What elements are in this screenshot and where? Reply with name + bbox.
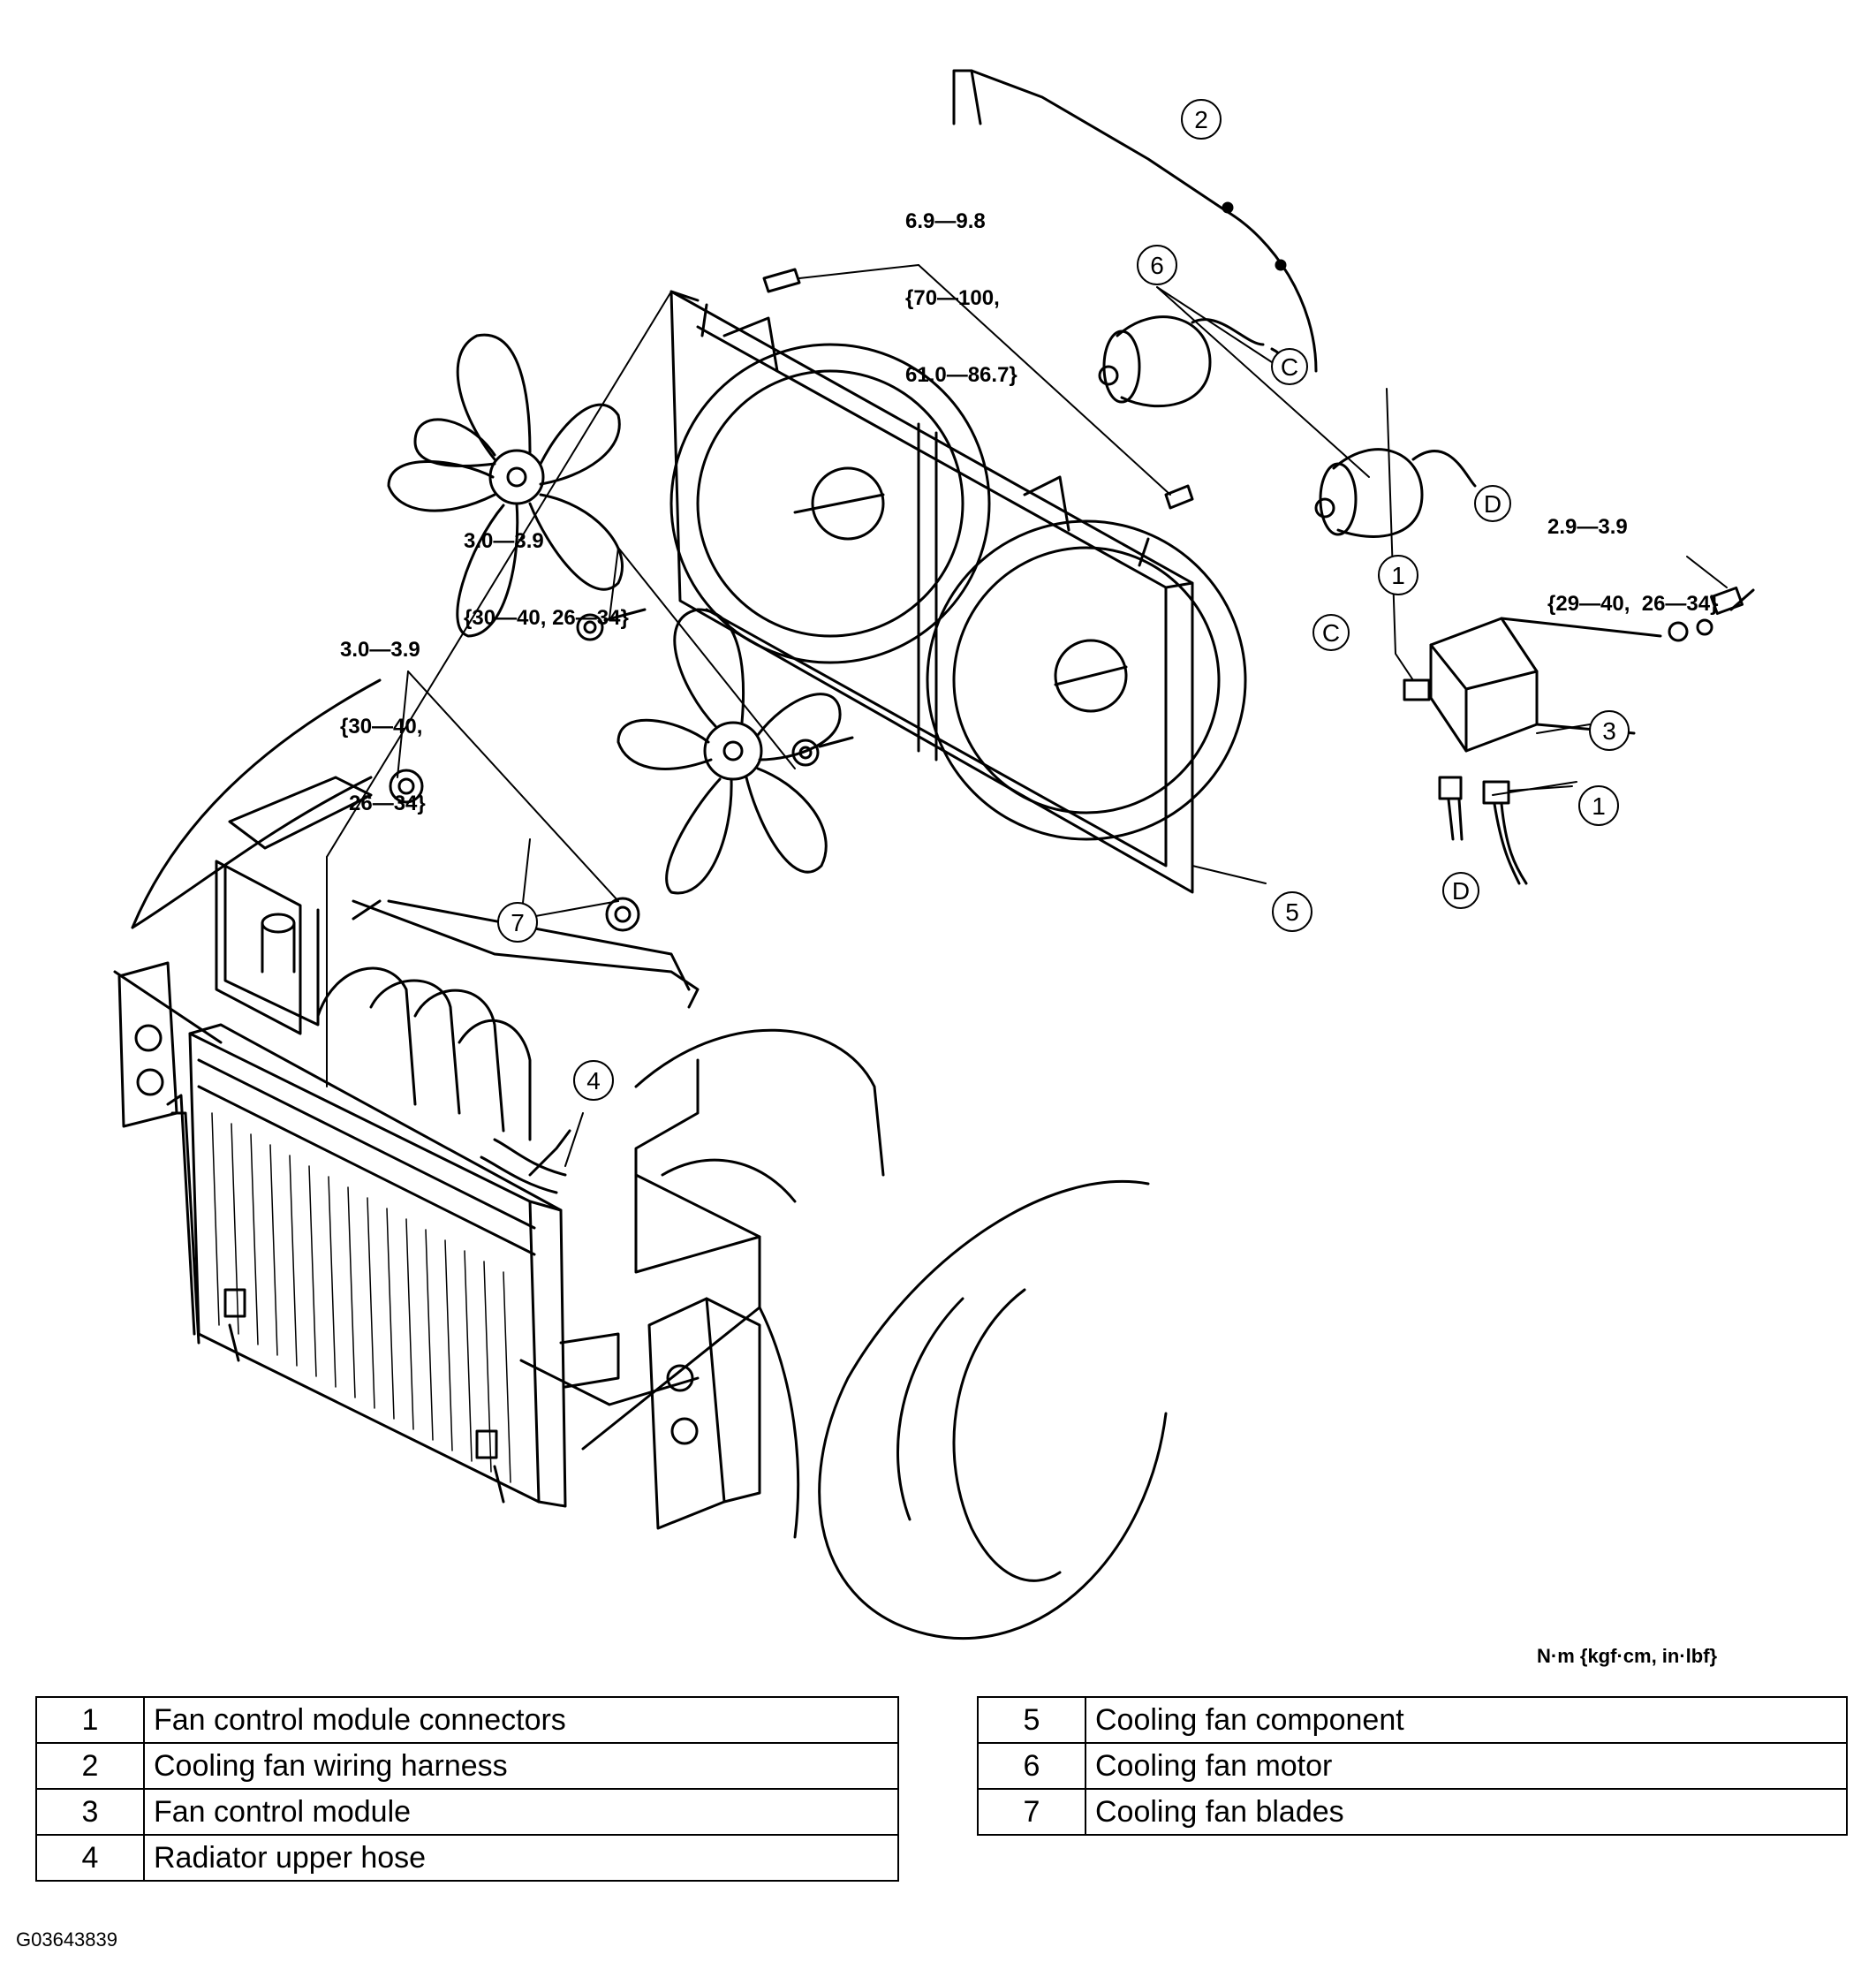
table-row: 4 Radiator upper hose — [35, 1834, 899, 1882]
svg-text:D: D — [1452, 877, 1470, 905]
connector-d-upper: D — [1474, 485, 1511, 522]
fan-shroud — [669, 290, 1247, 894]
bumper-bracket — [647, 1297, 761, 1530]
svg-text:6: 6 — [1150, 252, 1164, 279]
callout-2: 2 — [1181, 99, 1222, 140]
svg-text:3: 3 — [1602, 717, 1616, 745]
torque-line: 3.0—3.9 — [340, 638, 420, 662]
legend-label: Fan control module connectors — [143, 1696, 899, 1744]
side-bracket — [117, 961, 178, 1128]
connectors-lower — [1438, 776, 1528, 885]
car-body — [113, 678, 885, 1451]
radiator-upper-hose — [480, 1129, 571, 1194]
torque-spec-fan-left: 3.0—3.9 {30—40, 26—34} — [340, 586, 426, 842]
fan-motor-upper — [1098, 315, 1291, 408]
legend-label: Cooling fan motor — [1085, 1742, 1848, 1790]
leader-lines — [326, 264, 1728, 1167]
torque-spec-fan-upper: 3.0—3.9 {30—40, 26—34} — [464, 477, 629, 656]
legend-number: 2 — [35, 1742, 145, 1790]
svg-text:5: 5 — [1285, 898, 1299, 926]
svg-text:4: 4 — [586, 1067, 601, 1095]
torque-line: 6.9—9.8 — [905, 209, 986, 233]
svg-text:1: 1 — [1592, 792, 1606, 820]
legend-label: Radiator upper hose — [143, 1834, 899, 1882]
legend-label: Fan control module — [143, 1788, 899, 1836]
torque-line: {70—100, — [905, 286, 1000, 310]
torque-line: {29—40, 26—34} — [1547, 592, 1719, 616]
table-row: 2 Cooling fan wiring harness — [35, 1742, 899, 1790]
legend-label: Cooling fan wiring harness — [143, 1742, 899, 1790]
legend-number: 3 — [35, 1788, 145, 1836]
svg-text:7: 7 — [511, 909, 525, 936]
legend-label: Cooling fan blades — [1085, 1788, 1848, 1836]
exploded-diagram: 2 6 C D 1 C 3 1 D 5 7 4 — [113, 69, 1755, 1640]
torque-line: 61.0—86.7} — [905, 363, 1017, 387]
fan-motor-lower — [1314, 448, 1477, 538]
torque-line: {30—40, 26—34} — [464, 606, 629, 630]
legend-number: 4 — [35, 1834, 145, 1882]
fasteners — [389, 268, 1194, 932]
fan-blade-right — [617, 608, 842, 895]
fan-control-module — [1403, 586, 1755, 753]
torque-spec-shroud-bolt: 6.9—9.8 {70—100, 61.0—86.7} — [905, 157, 1017, 413]
connector-c-lower: C — [1312, 614, 1350, 651]
radiator — [166, 1023, 620, 1508]
legend-number: 7 — [977, 1788, 1086, 1836]
connector-c-upper: C — [1271, 348, 1308, 385]
legend-number: 6 — [977, 1742, 1086, 1790]
unit-note: N·m {kgf·cm, in·lbf} — [1537, 1645, 1718, 1667]
callouts: 2 6 C D 1 C 3 1 D 5 7 4 — [497, 99, 1630, 1101]
fan-blade-left — [387, 333, 624, 638]
table-row: 5 Cooling fan component — [977, 1696, 1848, 1744]
svg-text:C: C — [1322, 619, 1340, 647]
callout-3: 3 — [1589, 710, 1630, 751]
table-row: 6 Cooling fan motor — [977, 1742, 1848, 1790]
callout-7: 7 — [497, 902, 538, 943]
legend-number: 5 — [977, 1696, 1086, 1744]
legend-label: Cooling fan component — [1085, 1696, 1848, 1744]
callout-1-upper: 1 — [1378, 555, 1418, 595]
svg-text:1: 1 — [1391, 562, 1405, 589]
torque-line: 3.0—3.9 — [464, 529, 544, 553]
figure-id: G03643839 — [16, 1928, 117, 1951]
torque-line: {30—40, — [340, 715, 423, 739]
legend-table-left: 1 Fan control module connectors 2 Coolin… — [35, 1696, 899, 1882]
legend-number: 1 — [35, 1696, 145, 1744]
front-wheel — [758, 1179, 1168, 1640]
torque-line: 26—34} — [349, 792, 426, 815]
torque-line: 2.9—3.9 — [1547, 515, 1628, 539]
svg-text:C: C — [1281, 353, 1298, 381]
coolant-reservoir — [215, 860, 302, 1035]
callout-5: 5 — [1272, 891, 1312, 932]
callout-6: 6 — [1137, 245, 1177, 285]
legend-table-right: 5 Cooling fan component 6 Cooling fan mo… — [977, 1696, 1848, 1836]
torque-spec-control-module: 2.9—3.9 {29—40, 26—34} — [1547, 463, 1718, 642]
connector-d-lower: D — [1442, 872, 1479, 909]
svg-text:D: D — [1484, 490, 1502, 518]
svg-text:2: 2 — [1194, 106, 1208, 133]
callout-4: 4 — [573, 1060, 614, 1101]
table-row: 3 Fan control module — [35, 1788, 899, 1836]
table-row: 7 Cooling fan blades — [977, 1788, 1848, 1836]
wiring-harness — [952, 69, 1318, 373]
table-row: 1 Fan control module connectors — [35, 1696, 899, 1744]
callout-1-lower: 1 — [1578, 785, 1619, 826]
